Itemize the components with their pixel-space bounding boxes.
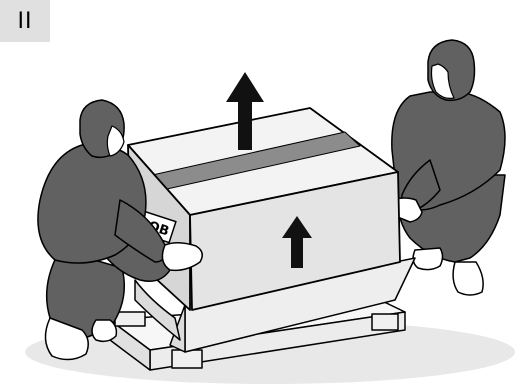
person-right: [387, 40, 505, 295]
step-badge: II: [0, 0, 50, 42]
